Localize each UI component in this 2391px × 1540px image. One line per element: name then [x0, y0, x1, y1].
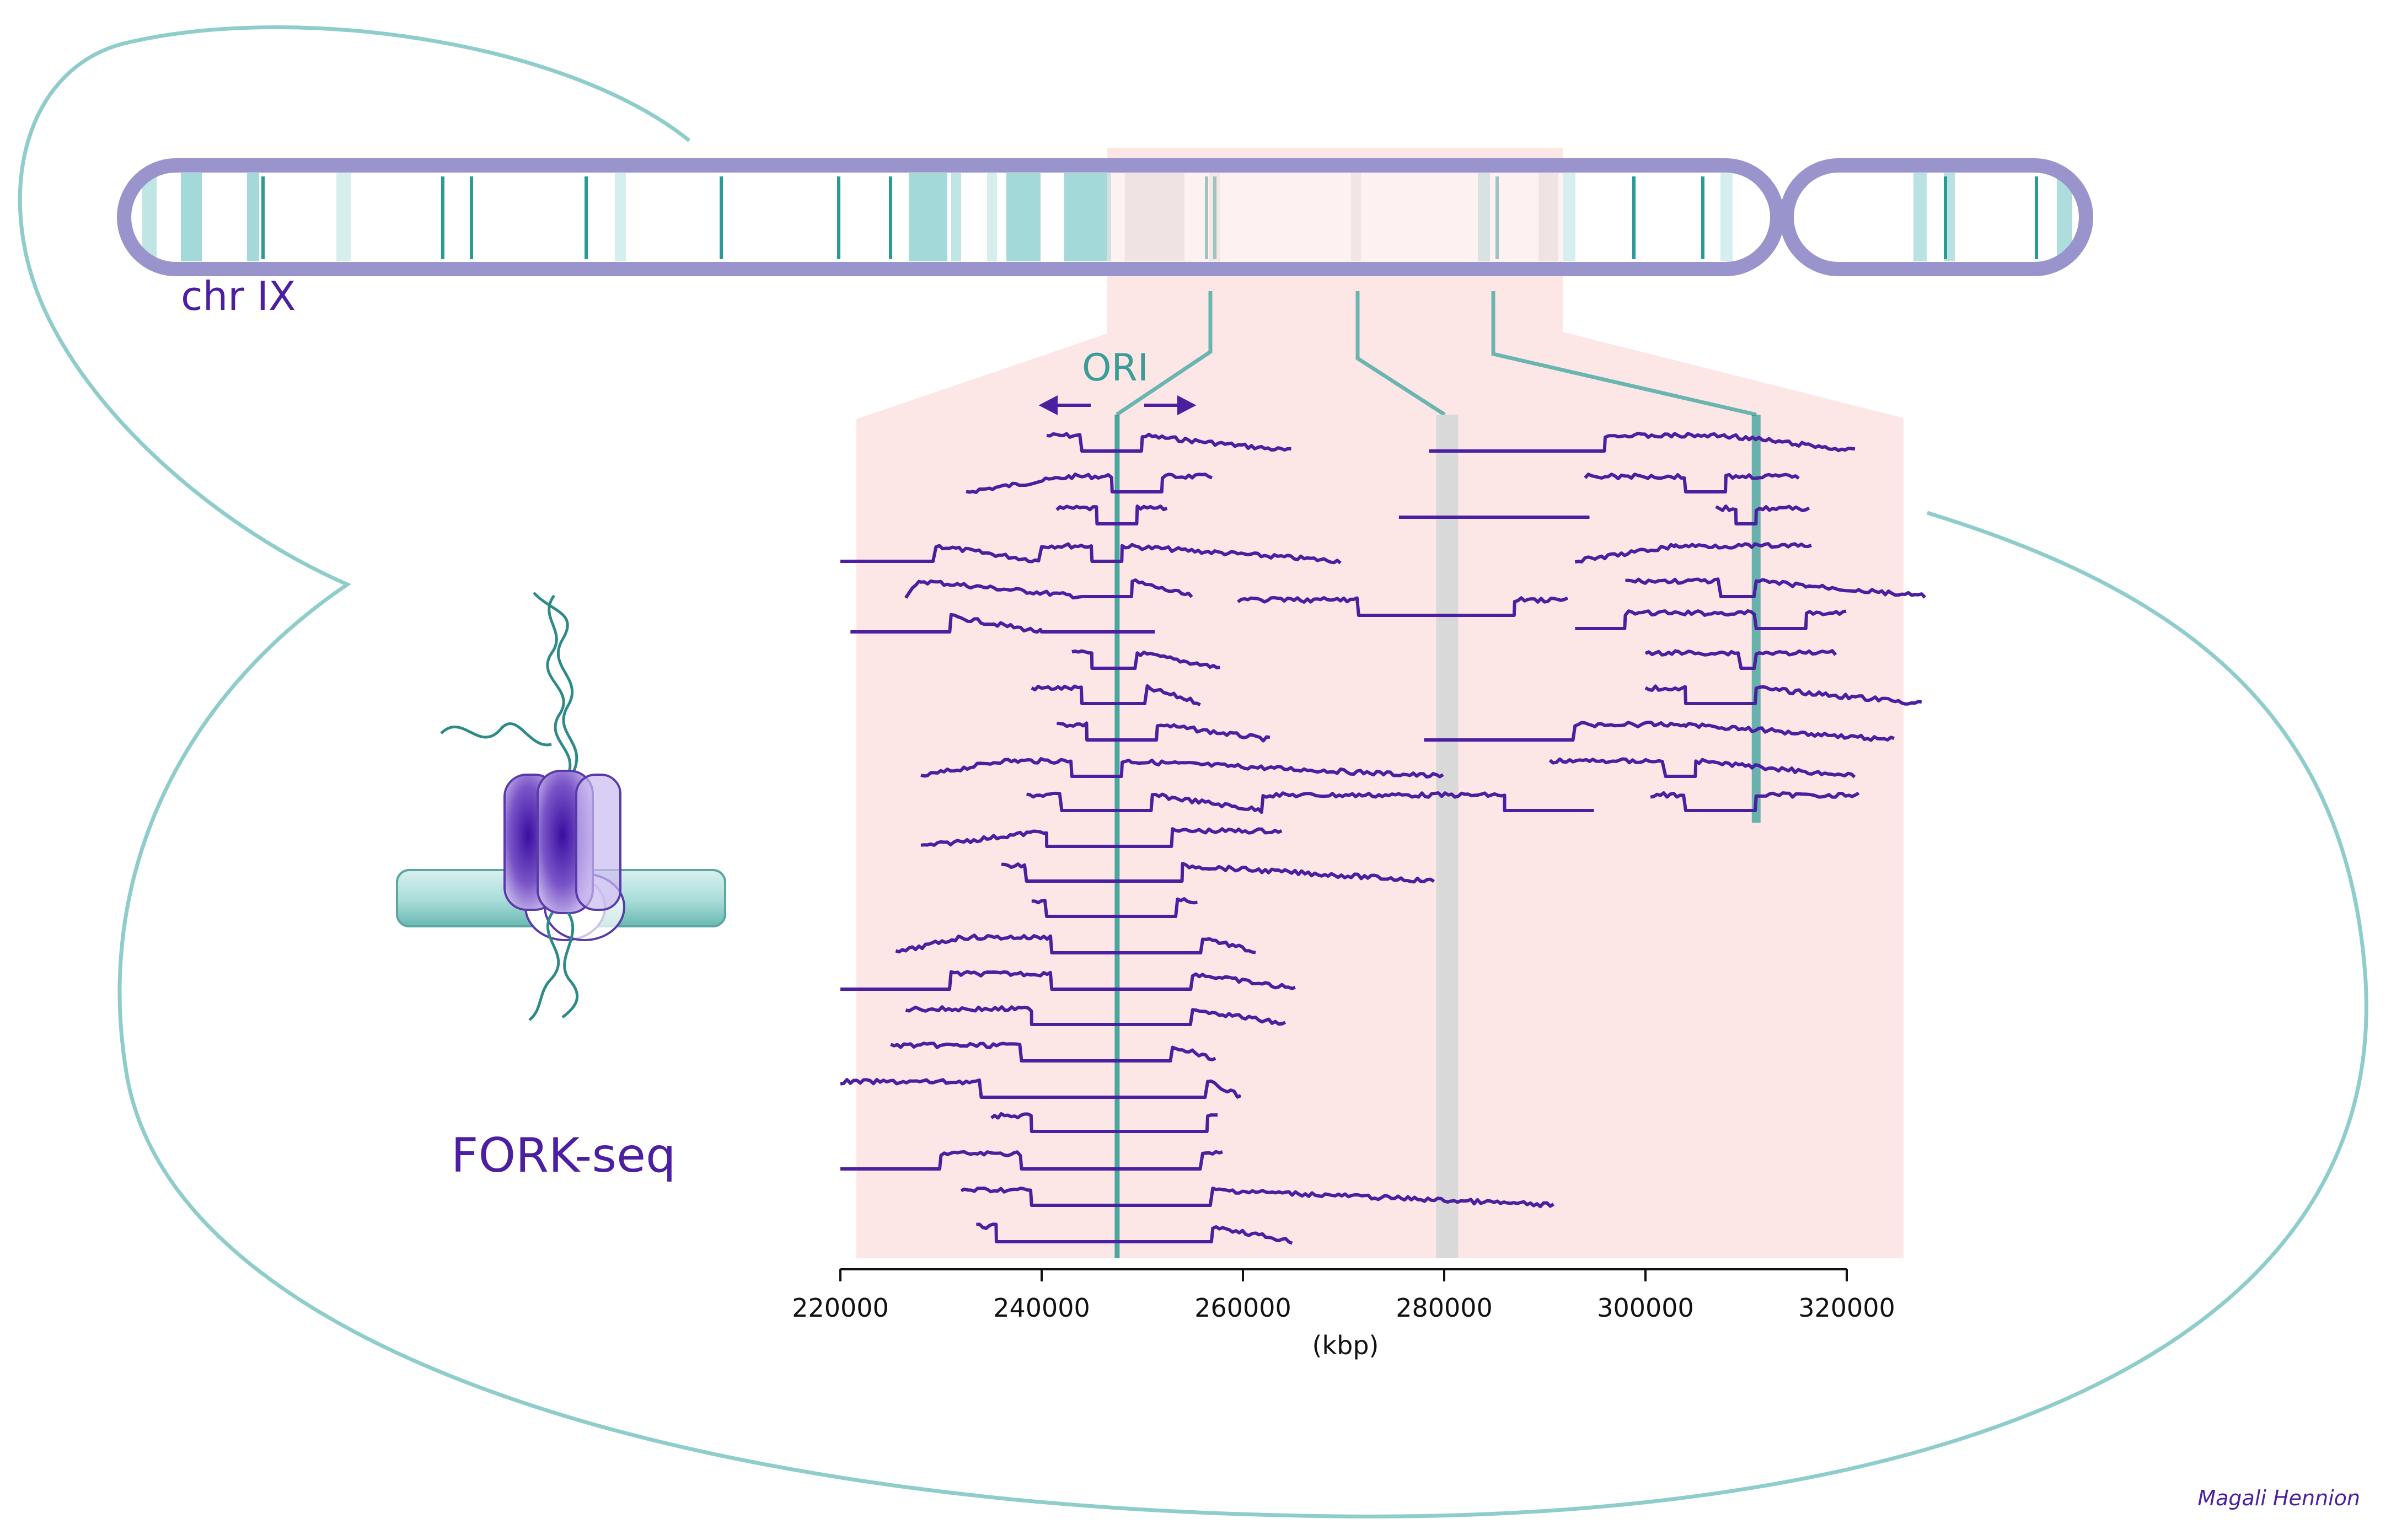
chromosome-band — [1563, 173, 1575, 261]
fork-trace — [1715, 505, 1810, 525]
chromosome-marker — [720, 176, 723, 259]
chromosome-arm-right-outline — [1779, 158, 2093, 276]
chromosome-band — [951, 173, 961, 261]
cell-outline — [18, 25, 2368, 1518]
chromosome-marker — [441, 176, 444, 259]
fork-trace — [1575, 609, 1847, 630]
x-tick-label: 320000 — [1798, 1293, 1895, 1323]
fork-trace — [1026, 791, 1594, 814]
fork-trace — [1644, 684, 1922, 706]
chromosome-label: chr IX — [181, 273, 296, 319]
fork-trace — [990, 1112, 1218, 1133]
chromosome-band — [181, 173, 202, 261]
fork-trace — [966, 473, 1213, 494]
x-tick-label: 300000 — [1597, 1293, 1694, 1323]
fork-trace — [1548, 757, 1856, 779]
x-tick-label: 240000 — [993, 1293, 1090, 1323]
x-axis: 220000 240000 260000 280000 300000 320000 — [792, 1268, 1895, 1323]
fork-trace — [920, 757, 1444, 779]
fork-trace — [1071, 649, 1220, 670]
origin-label: ORI — [1082, 346, 1149, 390]
nanopore-illustration — [396, 592, 726, 1021]
fork-trace — [920, 827, 1283, 848]
fork-trace — [1237, 596, 1569, 617]
fork-trace — [905, 1005, 1286, 1026]
fork-trace — [1584, 473, 1800, 493]
chromosome-marker — [261, 176, 265, 259]
chromosome-marker — [1632, 176, 1636, 259]
chromosome-band — [909, 173, 947, 261]
origin-band — [1114, 415, 1120, 1258]
fork-trace — [1429, 432, 1856, 453]
fork-trace — [850, 613, 1155, 634]
chromosome-arm-left-outline — [117, 158, 1784, 276]
chromosome-band — [1064, 173, 1111, 261]
fork-trace — [1001, 862, 1435, 884]
fork-trace — [1031, 684, 1201, 706]
origin-bands — [1114, 415, 1761, 1258]
fork-trace — [976, 1222, 1293, 1245]
fork-trace — [840, 1150, 1223, 1171]
fork-trace — [1574, 542, 1812, 564]
x-tick-label: 280000 — [1396, 1293, 1493, 1323]
fork-arrows — [1038, 395, 1197, 415]
fork-trace — [1625, 577, 1927, 599]
fork-trace — [890, 1042, 1216, 1063]
fork-trace — [840, 970, 1296, 991]
chromosome — [117, 158, 2093, 276]
dna-strand-icon — [533, 592, 578, 773]
fork-trace — [1057, 721, 1270, 743]
chromosome-marker — [1944, 176, 1947, 259]
connector-right — [1491, 291, 1757, 417]
chromosome-band — [142, 173, 157, 261]
chromosome-marker — [585, 176, 588, 259]
origin-band — [1436, 415, 1459, 1258]
credit-label: Magali Hennion — [2197, 1486, 2360, 1510]
fork-trace — [1055, 505, 1168, 525]
arrow-right-icon — [1177, 395, 1197, 415]
fork-trace — [1046, 432, 1291, 453]
x-tick-label: 220000 — [792, 1293, 889, 1323]
chromosome-band — [987, 173, 997, 261]
fork-trace — [1644, 649, 1837, 670]
chromosome-marker — [2035, 176, 2038, 259]
fork-trace — [960, 1186, 1554, 1209]
chromosome-arm-right — [1787, 165, 2086, 269]
connector-ori — [1116, 291, 1213, 416]
arrow-left-icon — [1038, 395, 1058, 415]
chromosome-band — [1913, 173, 1927, 261]
fork-trace — [1650, 791, 1860, 812]
x-axis-title: (kbp) — [1312, 1330, 1379, 1360]
connector-gray — [1355, 291, 1446, 416]
fork-trace — [840, 1078, 1242, 1099]
chromosome-marker — [470, 176, 473, 259]
chromosome-band — [1720, 173, 1733, 261]
method-label: FORK-seq — [451, 1128, 676, 1183]
chromosome-marker — [837, 176, 840, 259]
chromosome-band — [247, 173, 259, 261]
chromosome-band — [615, 173, 626, 261]
origin-connectors — [1116, 291, 1757, 417]
chromosome-band — [1006, 173, 1041, 261]
fork-trace — [904, 578, 1193, 600]
chromosome-band — [336, 173, 351, 261]
chromosome-marker — [889, 176, 892, 259]
chromosome-marker — [1701, 176, 1704, 259]
fork-trace — [1031, 897, 1198, 918]
fork-trace — [1424, 721, 1895, 742]
fork-traces — [840, 432, 1927, 1245]
fork-trace — [895, 933, 1256, 954]
x-tick-label: 260000 — [1194, 1293, 1291, 1323]
fork-trace — [840, 542, 1342, 565]
